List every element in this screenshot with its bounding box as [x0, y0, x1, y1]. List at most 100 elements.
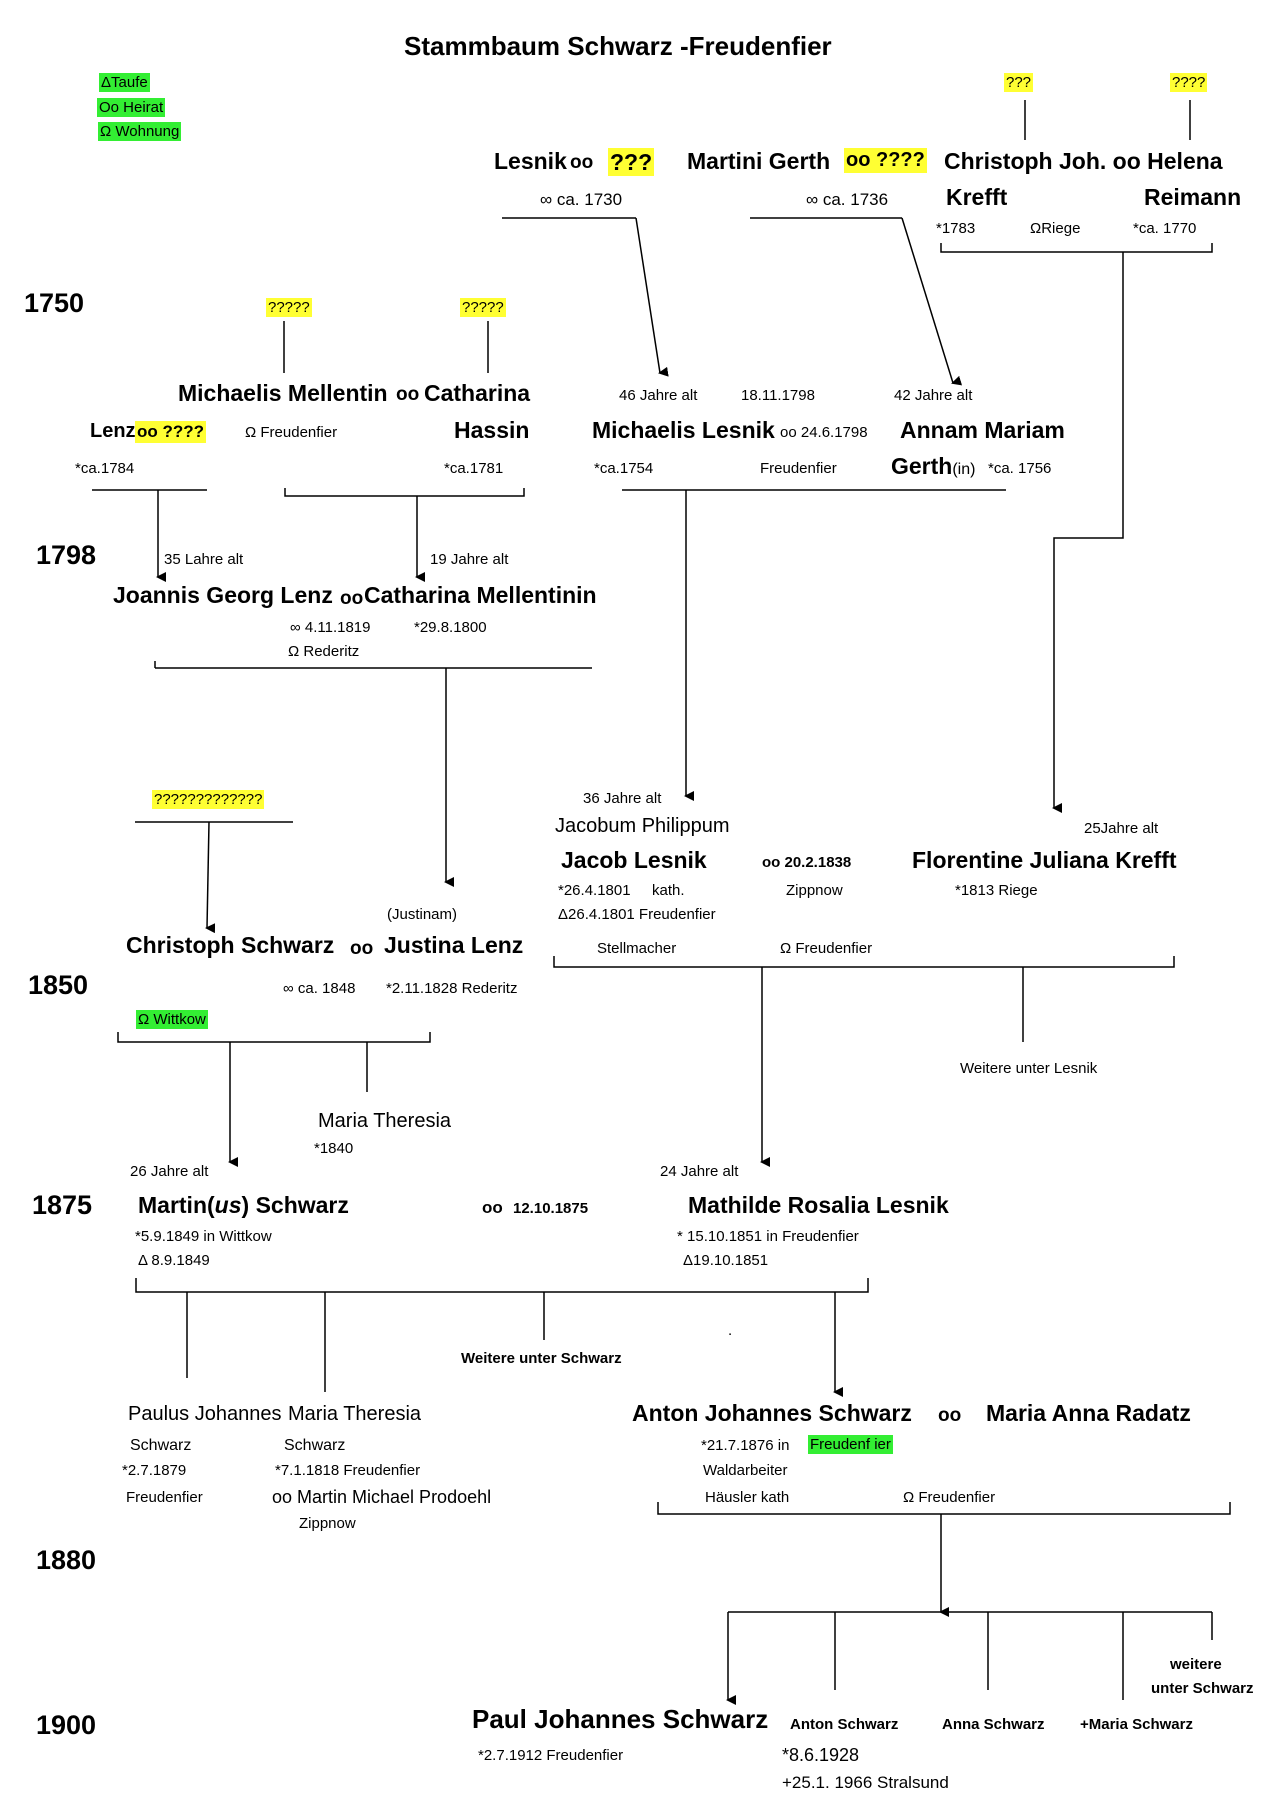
gerthin-name: Gerth [891, 453, 953, 479]
person-christoph-schwarz: Christoph Schwarz [126, 932, 335, 958]
florentine-birth: *1813 Riege [955, 882, 1038, 899]
lesnik-date: 18.11.1798 [741, 387, 815, 404]
year-1850: 1850 [28, 970, 89, 1000]
legend-wohnung: Ω Wohnung [98, 122, 182, 142]
paulus-surname: Schwarz [130, 1437, 192, 1454]
unknown-top-left: ??? [1004, 73, 1034, 93]
mathilde-age: 24 Jahre alt [660, 1163, 739, 1180]
person-christoph-helena: Christoph Joh. oo Helena [944, 148, 1223, 174]
page-title: Stammbaum Schwarz -Freudenfier [404, 31, 832, 61]
bracket-krefft [940, 243, 1213, 253]
person-anna-schwarz: Anna Schwarz [942, 1716, 1045, 1733]
person-michaelis-lesnik: Michaelis Lesnik [592, 417, 775, 443]
martin-marriage: 12.10.1875 [513, 1200, 589, 1217]
christoph-oo: oo [350, 938, 374, 959]
martin-part-b: us [214, 1192, 242, 1218]
year-1880: 1880 [36, 1545, 97, 1575]
anton-job: Waldarbeiter [703, 1462, 788, 1479]
jacob-marriage: oo 20.2.1838 [762, 854, 852, 871]
gerthin-suffix: (in) [952, 461, 976, 478]
person-maria-anna-radatz: Maria Anna Radatz [986, 1400, 1191, 1426]
hassin-birth: *ca.1781 [444, 460, 504, 477]
person-martini-gerth: Martini Gerth [687, 148, 831, 174]
joannis-oo: oo [340, 588, 364, 609]
line-krefft-down [1052, 252, 1124, 813]
person-martin-schwarz: Martin(us) Schwarz [138, 1192, 349, 1218]
weitere-gen7-1: weitere [1170, 1656, 1222, 1673]
unknown-schwarz-parent: ????????????? [152, 790, 265, 810]
martin-age: 26 Jahre alt [130, 1163, 209, 1180]
jacob-religion: kath. [652, 882, 685, 899]
mellentin-home: Ω Freudenfier [245, 424, 338, 441]
person-lenz: Lenz [90, 420, 136, 442]
michaelis-lesnik-birth: *ca.1754 [594, 460, 654, 477]
mellentinin-age: 19 Jahre alt [430, 551, 509, 568]
weitere-schwarz: Weitere unter Schwarz [461, 1350, 622, 1367]
person-paul-johannes-schwarz: Paul Johannes Schwarz [472, 1704, 769, 1734]
jacob-marriage-place: Zippnow [786, 882, 843, 899]
person-mathilde-lesnik: Mathilde Rosalia Lesnik [688, 1192, 949, 1218]
person-joannis-lenz: Joannis Georg Lenz [113, 582, 333, 608]
jacobum-philippum: Jacobum Philippum [555, 815, 730, 837]
joannis-home: Ω Rederitz [288, 643, 360, 660]
unknown-top-right: ???? [1170, 73, 1208, 93]
anton-birth: *21.7.1876 in [701, 1437, 790, 1454]
maria-place: Zippnow [299, 1515, 356, 1532]
lesnik-oo: oo [570, 152, 594, 173]
anton-birth-place: Freudenf ier [808, 1435, 893, 1455]
person-maria-theresia-1840: Maria Theresia [318, 1110, 452, 1132]
gerth-marriage: ∞ ca. 1736 [806, 190, 889, 209]
surname-gerthin: Gerth(in) [891, 453, 975, 479]
lesnik-marriage: ∞ ca. 1730 [540, 190, 623, 209]
person-annam-mariam: Annam Mariam [900, 417, 1065, 443]
arrow-lesnik [635, 217, 669, 377]
person-catharina-mellentinin: Catharina Mellentinin [364, 582, 597, 608]
mathilde-baptism: Δ19.10.1851 [683, 1252, 769, 1269]
year-1900: 1900 [36, 1710, 97, 1740]
arrow-gerth [901, 217, 963, 386]
unknown-lesnik-spouse: ??? [608, 148, 655, 177]
jacob-baptism: Δ26.4.1801 Freudenfier [558, 906, 716, 923]
legend-heirat: Oo Heirat [97, 98, 166, 118]
unknown-lenz-spouse: oo ???? [135, 421, 207, 443]
joannis-marriage: ∞ 4.11.1819 [290, 619, 371, 636]
unknown-hassin-father: ????? [460, 298, 506, 318]
unknown-mellentin-father: ????? [266, 298, 312, 318]
jacob-home: Ω Freudenfier [780, 940, 873, 957]
jacob-birth: *26.4.1801 [558, 882, 631, 899]
gerth-age: 42 Jahre alt [894, 387, 973, 404]
mellentin-oo: oo [396, 384, 420, 405]
maria-surname: Schwarz [284, 1437, 346, 1454]
person-michaelis-mellentin: Michaelis Mellentin [178, 380, 388, 406]
arrow-schwarz-unknown [205, 821, 216, 934]
anton-gen7-death: +25.1. 1966 Stralsund [782, 1773, 949, 1792]
lesnik-age: 46 Jahre alt [619, 387, 698, 404]
lenz-birth: *ca.1784 [75, 460, 135, 477]
year-1875: 1875 [32, 1190, 93, 1220]
weitere-lesnik: Weitere unter Lesnik [960, 1060, 1098, 1077]
surname-hassin: Hassin [454, 417, 530, 443]
maria-marriage: oo Martin Michael Prodoehl [272, 1487, 492, 1507]
christoph-marriage: ∞ ca. 1848 [283, 980, 356, 997]
justinam: (Justinam) [387, 906, 458, 923]
krefft-home: ΩRiege [1030, 220, 1081, 237]
paulus-birth: *2.7.1879 [122, 1462, 187, 1479]
year-1798: 1798 [36, 540, 97, 570]
stray-dot: . [728, 1322, 733, 1339]
paul-birth: *2.7.1912 Freudenfier [478, 1747, 624, 1764]
person-justina-lenz: Justina Lenz [384, 932, 524, 958]
weitere-gen7-2: unter Schwarz [1151, 1680, 1254, 1697]
person-catharina: Catharina [424, 380, 531, 406]
person-maria-schwarz: +Maria Schwarz [1080, 1716, 1193, 1733]
surname-krefft: Krefft [946, 184, 1008, 210]
anton-gen7-birth: *8.6.1928 [782, 1745, 860, 1765]
michaelis-lesnik-marriage: oo 24.6.1798 [780, 424, 868, 441]
wittkow-home: Ω Wittkow [136, 1010, 208, 1030]
krefft-birth: *1783 [936, 220, 976, 237]
bracket-anton [657, 1502, 1231, 1515]
jacob-age: 36 Jahre alt [583, 790, 662, 807]
martin-birth: *5.9.1849 in Wittkow [135, 1228, 272, 1245]
florentine-age: 25Jahre alt [1084, 820, 1159, 837]
bracket-mellentin [284, 488, 525, 497]
